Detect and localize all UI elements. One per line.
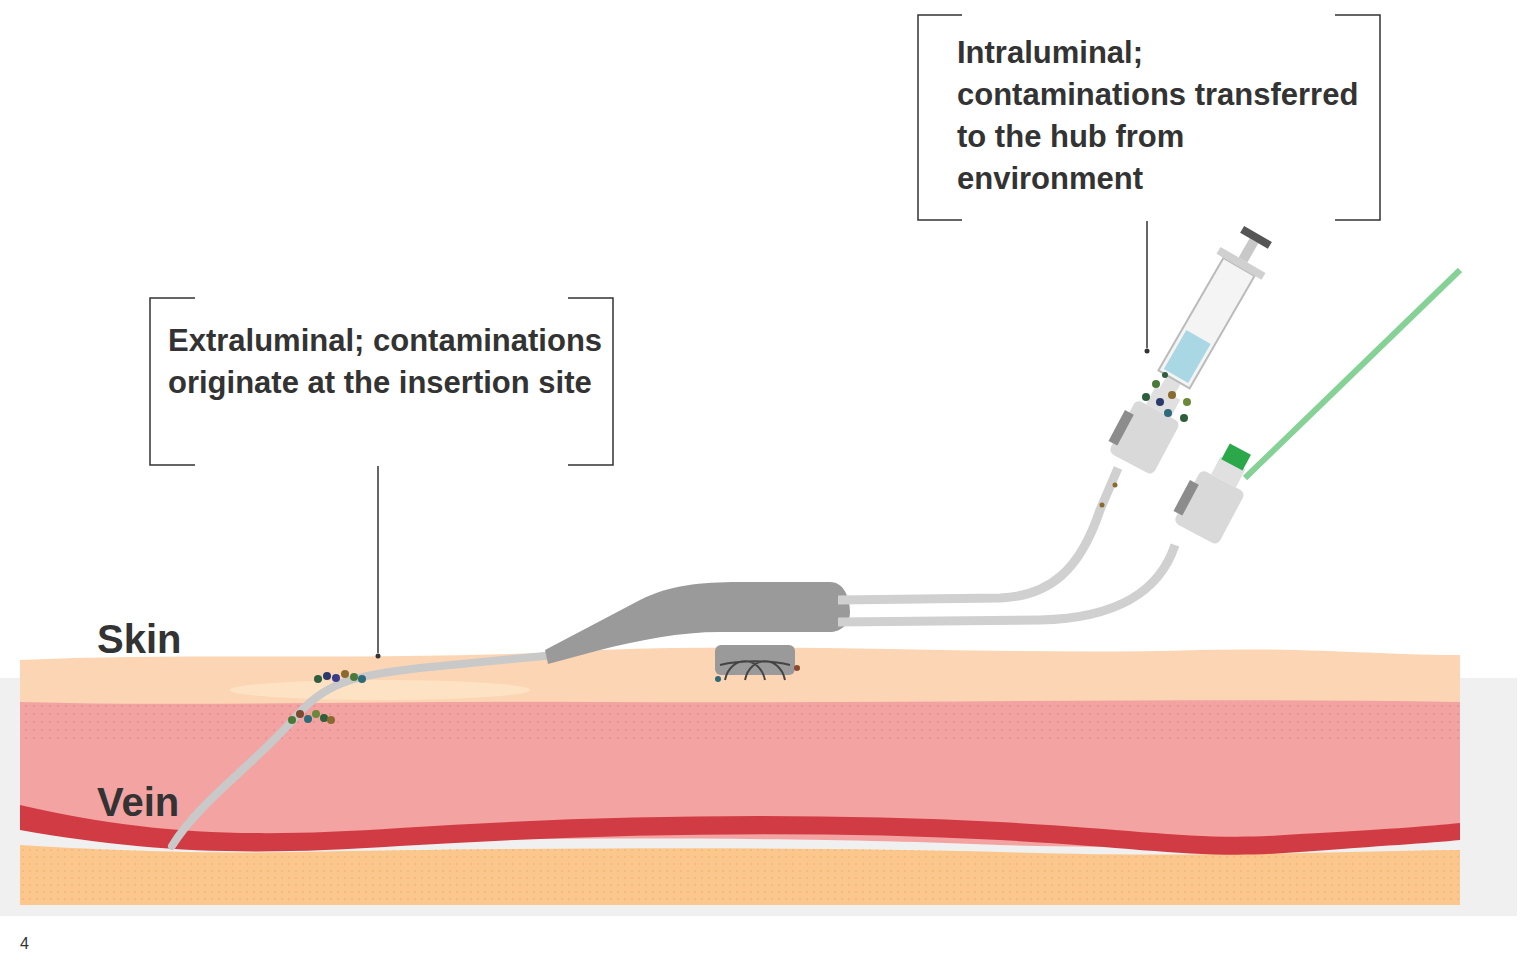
layer-label: Skin [97,615,297,663]
callout-text: Extraluminal; contaminations originate a… [168,320,608,404]
skin-highlight [230,680,530,700]
leader-dot [1145,349,1150,354]
layer-label: Vein [97,778,297,826]
lumen-tube-2 [838,545,1175,622]
dermis-texture [20,698,1460,740]
vein [20,805,1460,855]
page-number: 4 [20,934,80,953]
suture-wing [715,645,795,675]
catheter-tube [172,655,555,846]
hub-connector-2 [1169,435,1263,546]
callout-text: Intraluminal; contaminations transferred… [957,32,1372,199]
callout-brackets [150,15,1380,653]
leader-dot [376,654,381,659]
syringe [1142,221,1280,408]
suture [720,661,790,680]
background-panel [0,678,1517,916]
lumen-tube-1 [838,468,1118,600]
catheter-hub [545,582,850,664]
iv-line [1245,270,1460,478]
hub-connector-1 [1104,379,1190,475]
bacteria [288,372,1191,724]
